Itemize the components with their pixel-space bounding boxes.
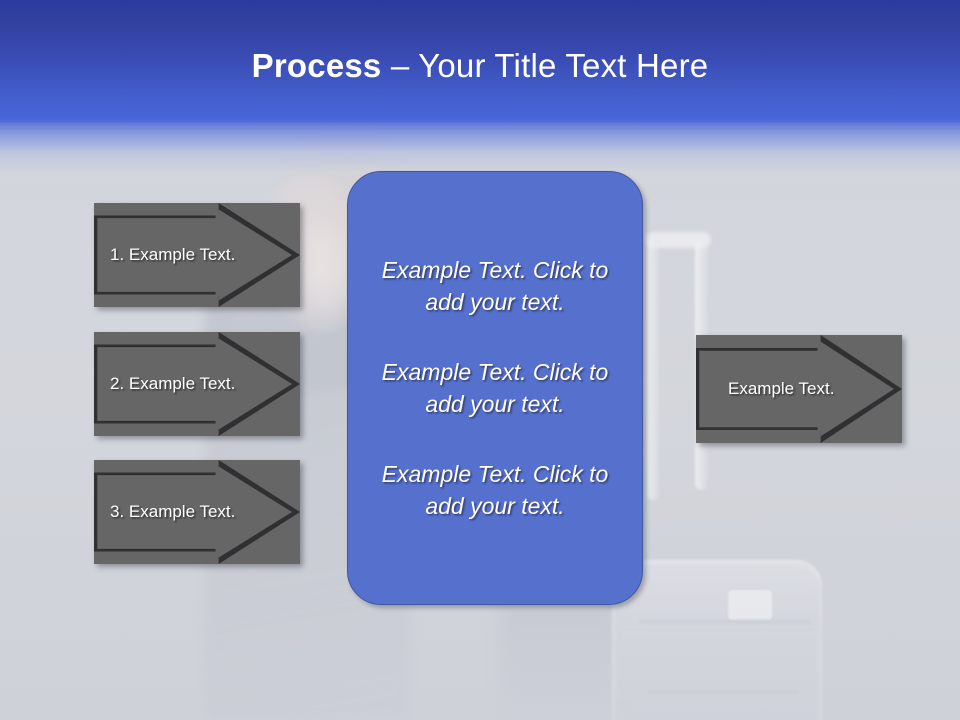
process-arrow-3[interactable]: 3. Example Text. bbox=[94, 460, 300, 564]
arrow-1-content: 1. Example Text. bbox=[94, 203, 300, 307]
arrow-2-label: 2. Example Text. bbox=[110, 374, 236, 393]
outcome-arrow-label: Example Text. bbox=[728, 379, 835, 398]
center-content-panel[interactable]: Example Text. Click to add your text. Ex… bbox=[347, 171, 643, 605]
outcome-arrow-content: Example Text. bbox=[696, 335, 902, 443]
center-panel-block-1: Example Text. Click to add your text. bbox=[381, 257, 609, 315]
center-panel-block-2: Example Text. Click to add your text. bbox=[381, 359, 609, 417]
arrow-1-label: 1. Example Text. bbox=[110, 245, 236, 264]
process-arrow-1[interactable]: 1. Example Text. bbox=[94, 203, 300, 307]
process-arrow-2[interactable]: 2. Example Text. bbox=[94, 332, 300, 436]
arrow-3-label: 3. Example Text. bbox=[110, 502, 236, 521]
page-title-rest: – Your Title Text Here bbox=[381, 47, 709, 84]
title-banner-fade bbox=[0, 118, 960, 180]
arrow-2-content: 2. Example Text. bbox=[94, 332, 300, 436]
page-title: Process – Your Title Text Here bbox=[0, 46, 960, 86]
outcome-arrow[interactable]: Example Text. bbox=[696, 335, 902, 443]
title-banner bbox=[0, 0, 960, 122]
page-title-bold: Process bbox=[251, 47, 382, 84]
arrow-3-content: 3. Example Text. bbox=[94, 460, 300, 564]
center-panel-block-3: Example Text. Click to add your text. bbox=[381, 461, 609, 519]
